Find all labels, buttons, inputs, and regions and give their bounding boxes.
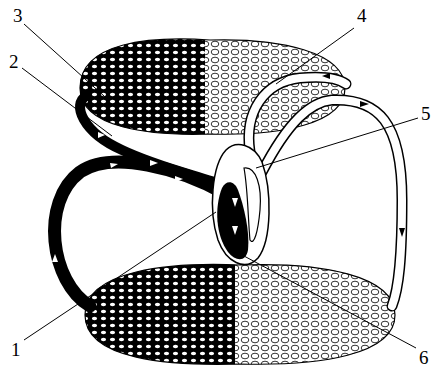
leader-lines xyxy=(22,24,418,348)
callout-number: 1 xyxy=(10,340,22,359)
heart xyxy=(212,145,269,265)
callout-number: 5 xyxy=(420,104,432,123)
callout-number: 3 xyxy=(12,6,24,25)
callout-number: 6 xyxy=(418,348,430,367)
callout-number: 2 xyxy=(8,52,20,71)
upper-capillaries xyxy=(80,39,345,134)
venous-vessels xyxy=(52,96,226,306)
lower-capillaries xyxy=(85,264,395,364)
callout-number: 4 xyxy=(356,6,368,25)
